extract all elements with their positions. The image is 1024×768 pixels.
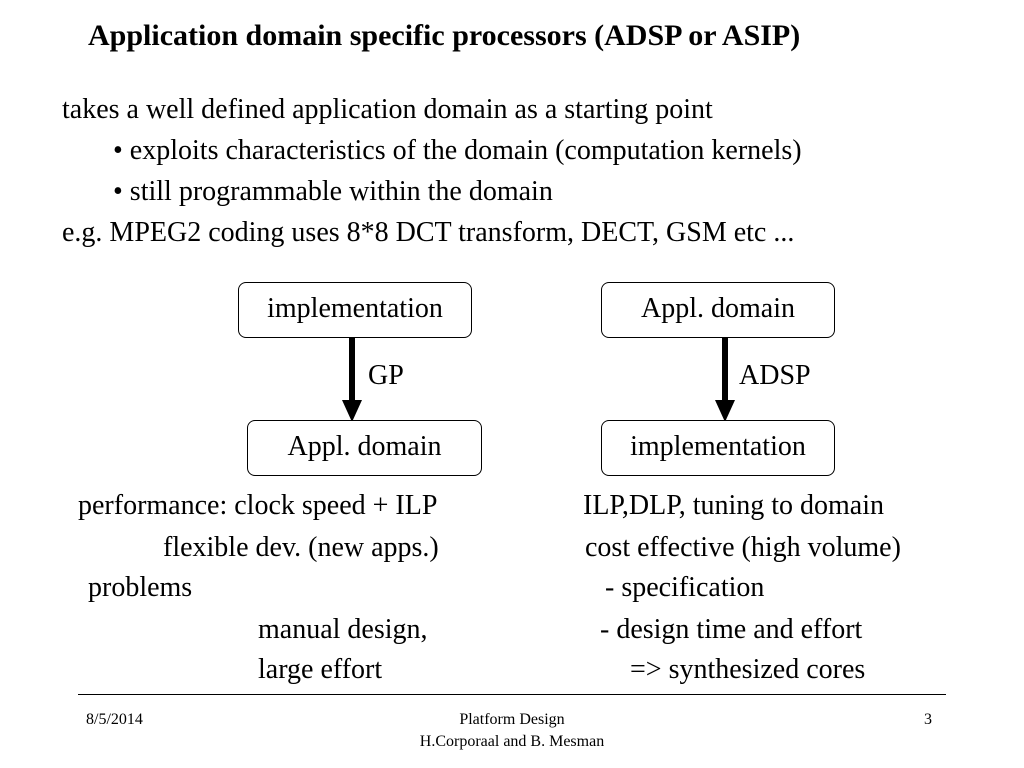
right-synthesized-cores: => synthesized cores (630, 654, 866, 685)
bullet-programmable: • still programmable within the domain (113, 176, 553, 207)
bullet-exploits: • exploits characteristics of the domain… (113, 135, 802, 166)
left-problems: problems (88, 572, 193, 603)
left-bottom-box-label: Appl. domain (287, 431, 442, 462)
left-arrow-label-gp: GP (368, 360, 404, 391)
left-manual-design: manual design, (258, 614, 428, 645)
intro-line: takes a well defined application domain … (62, 94, 713, 125)
left-top-box: implementation (238, 282, 472, 338)
footer-course: Platform Design (459, 711, 565, 728)
right-bottom-box: implementation (601, 420, 835, 476)
right-top-box-label: Appl. domain (641, 293, 795, 324)
example-line: e.g. MPEG2 coding uses 8*8 DCT transform… (62, 217, 795, 248)
right-down-arrow (715, 338, 735, 422)
right-bottom-box-label: implementation (630, 431, 806, 462)
footer-date: 8/5/2014 (86, 711, 143, 728)
right-cost-effective: cost effective (high volume) (585, 532, 901, 563)
left-top-box-label: implementation (267, 293, 443, 324)
right-specification: - specification (605, 572, 765, 603)
left-flexible: flexible dev. (new apps.) (163, 532, 439, 563)
left-bottom-box: Appl. domain (247, 420, 482, 476)
footer-authors: H.Corporaal and B. Mesman (419, 733, 605, 750)
right-top-box: Appl. domain (601, 282, 835, 338)
right-design-time: - design time and effort (600, 614, 863, 645)
left-performance: performance: clock speed + ILP (78, 490, 438, 521)
footer-divider (78, 694, 946, 695)
left-large-effort: large effort (258, 654, 383, 685)
slide-title: Application domain specific processors (… (88, 19, 801, 52)
right-ilp-dlp: ILP,DLP, tuning to domain (583, 490, 885, 521)
footer-page-number: 3 (924, 711, 932, 728)
left-down-arrow (342, 338, 362, 422)
right-arrow-label-adsp: ADSP (739, 360, 811, 391)
